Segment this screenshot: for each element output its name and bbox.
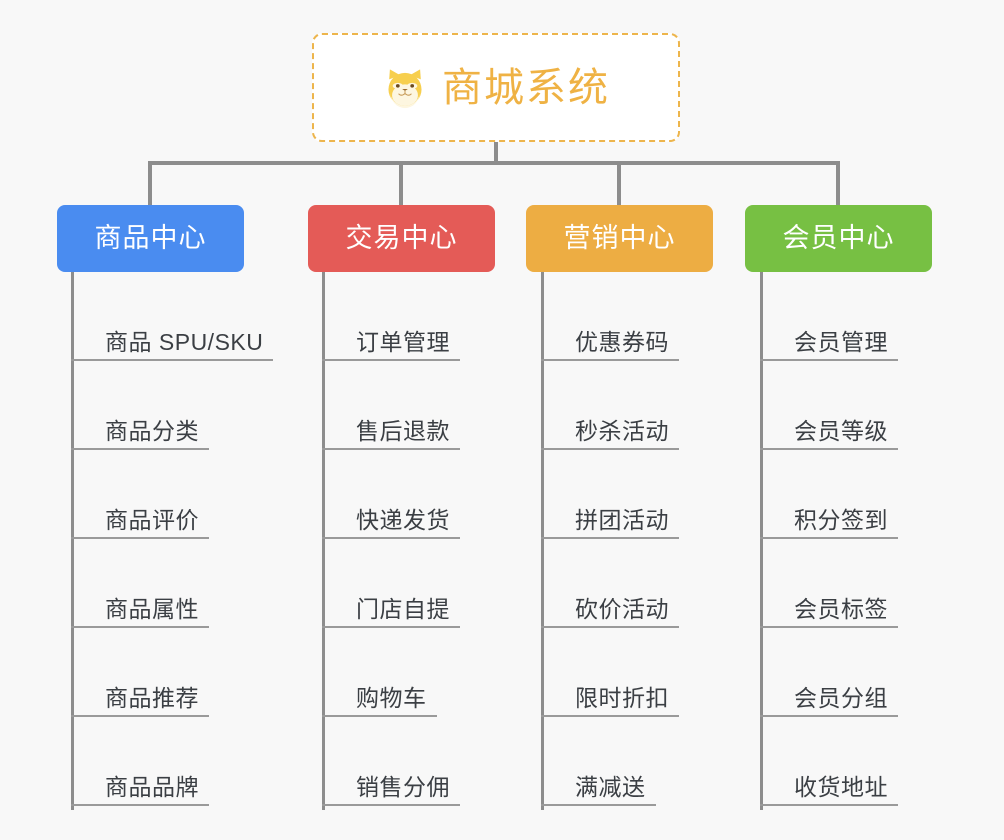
list-item[interactable]: 会员标签 xyxy=(760,539,898,628)
category-label-product-center: 商品中心 xyxy=(94,223,207,253)
leaf-label: 拼团活动 xyxy=(575,506,669,533)
list-item[interactable]: 积分签到 xyxy=(760,450,898,539)
list-item[interactable]: 收货地址 xyxy=(760,717,898,806)
connector-trunk-product-center xyxy=(71,272,74,810)
list-item[interactable]: 秒杀活动 xyxy=(541,361,679,450)
connector-root-stem xyxy=(494,142,498,165)
leaf-label: 门店自提 xyxy=(356,595,450,622)
connector-drop-member-center xyxy=(836,161,840,207)
leaf-label: 订单管理 xyxy=(356,328,450,355)
connector-drop-product-center xyxy=(148,161,152,207)
list-item[interactable]: 限时折扣 xyxy=(541,628,679,717)
leaf-label: 商品分类 xyxy=(105,417,199,444)
list-item[interactable]: 会员分组 xyxy=(760,628,898,717)
connector-drop-marketing-center xyxy=(617,161,621,207)
category-label-member-center: 会员中心 xyxy=(782,223,895,253)
list-item[interactable]: 拼团活动 xyxy=(541,450,679,539)
root-title: 商城系统 xyxy=(442,65,610,110)
leaf-label: 积分签到 xyxy=(794,506,888,533)
list-item[interactable]: 售后退款 xyxy=(322,361,460,450)
leaf-label: 收货地址 xyxy=(794,773,888,800)
list-item[interactable]: 购物车 xyxy=(322,628,437,717)
category-box-product-center[interactable]: 商品中心 xyxy=(57,205,244,272)
list-item[interactable]: 优惠券码 xyxy=(541,272,679,361)
leaf-label: 商品属性 xyxy=(105,595,199,622)
leaf-label: 商品推荐 xyxy=(105,684,199,711)
leaf-label: 会员等级 xyxy=(794,417,888,444)
leaf-label: 商品评价 xyxy=(105,506,199,533)
list-item[interactable]: 会员管理 xyxy=(760,272,898,361)
leaf-label: 售后退款 xyxy=(356,417,450,444)
list-item[interactable]: 商品 SPU/SKU xyxy=(71,272,274,361)
list-item[interactable]: 订单管理 xyxy=(322,272,460,361)
leaf-label: 商品 SPU/SKU xyxy=(105,328,264,355)
list-item[interactable]: 商品评价 xyxy=(71,450,209,539)
category-box-trade-center[interactable]: 交易中心 xyxy=(308,205,495,272)
leaf-label: 满减送 xyxy=(575,773,646,800)
shiba-dog-icon xyxy=(388,68,422,108)
leaf-label: 限时折扣 xyxy=(575,684,669,711)
connector-trunk-marketing-center xyxy=(541,272,544,810)
list-item[interactable]: 砍价活动 xyxy=(541,539,679,628)
list-item[interactable]: 门店自提 xyxy=(322,539,460,628)
category-label-marketing-center: 营销中心 xyxy=(563,223,676,253)
leaf-label: 砍价活动 xyxy=(575,595,669,622)
list-item[interactable]: 满减送 xyxy=(541,717,656,806)
leaf-label: 购物车 xyxy=(356,684,427,711)
leaf-label: 快递发货 xyxy=(356,506,450,533)
leaf-label: 优惠券码 xyxy=(575,328,669,355)
leaf-label: 秒杀活动 xyxy=(575,417,669,444)
list-item[interactable]: 商品分类 xyxy=(71,361,209,450)
leaf-label: 销售分佣 xyxy=(356,773,450,800)
category-box-member-center[interactable]: 会员中心 xyxy=(745,205,932,272)
leaf-label: 会员分组 xyxy=(794,684,888,711)
leaf-label: 商品品牌 xyxy=(105,773,199,800)
list-item[interactable]: 商品品牌 xyxy=(71,717,209,806)
category-box-marketing-center[interactable]: 营销中心 xyxy=(526,205,713,272)
connector-horizontal-bar xyxy=(148,161,840,165)
leaf-label: 会员标签 xyxy=(794,595,888,622)
list-item[interactable]: 快递发货 xyxy=(322,450,460,539)
connector-drop-trade-center xyxy=(399,161,403,207)
category-label-trade-center: 交易中心 xyxy=(345,223,458,253)
leaf-label: 会员管理 xyxy=(794,328,888,355)
list-item[interactable]: 商品属性 xyxy=(71,539,209,628)
list-item[interactable]: 商品推荐 xyxy=(71,628,209,717)
list-item[interactable]: 销售分佣 xyxy=(322,717,460,806)
root-node[interactable]: 商城系统 xyxy=(312,33,680,142)
connector-trunk-member-center xyxy=(760,272,763,810)
connector-trunk-trade-center xyxy=(322,272,325,810)
list-item[interactable]: 会员等级 xyxy=(760,361,898,450)
